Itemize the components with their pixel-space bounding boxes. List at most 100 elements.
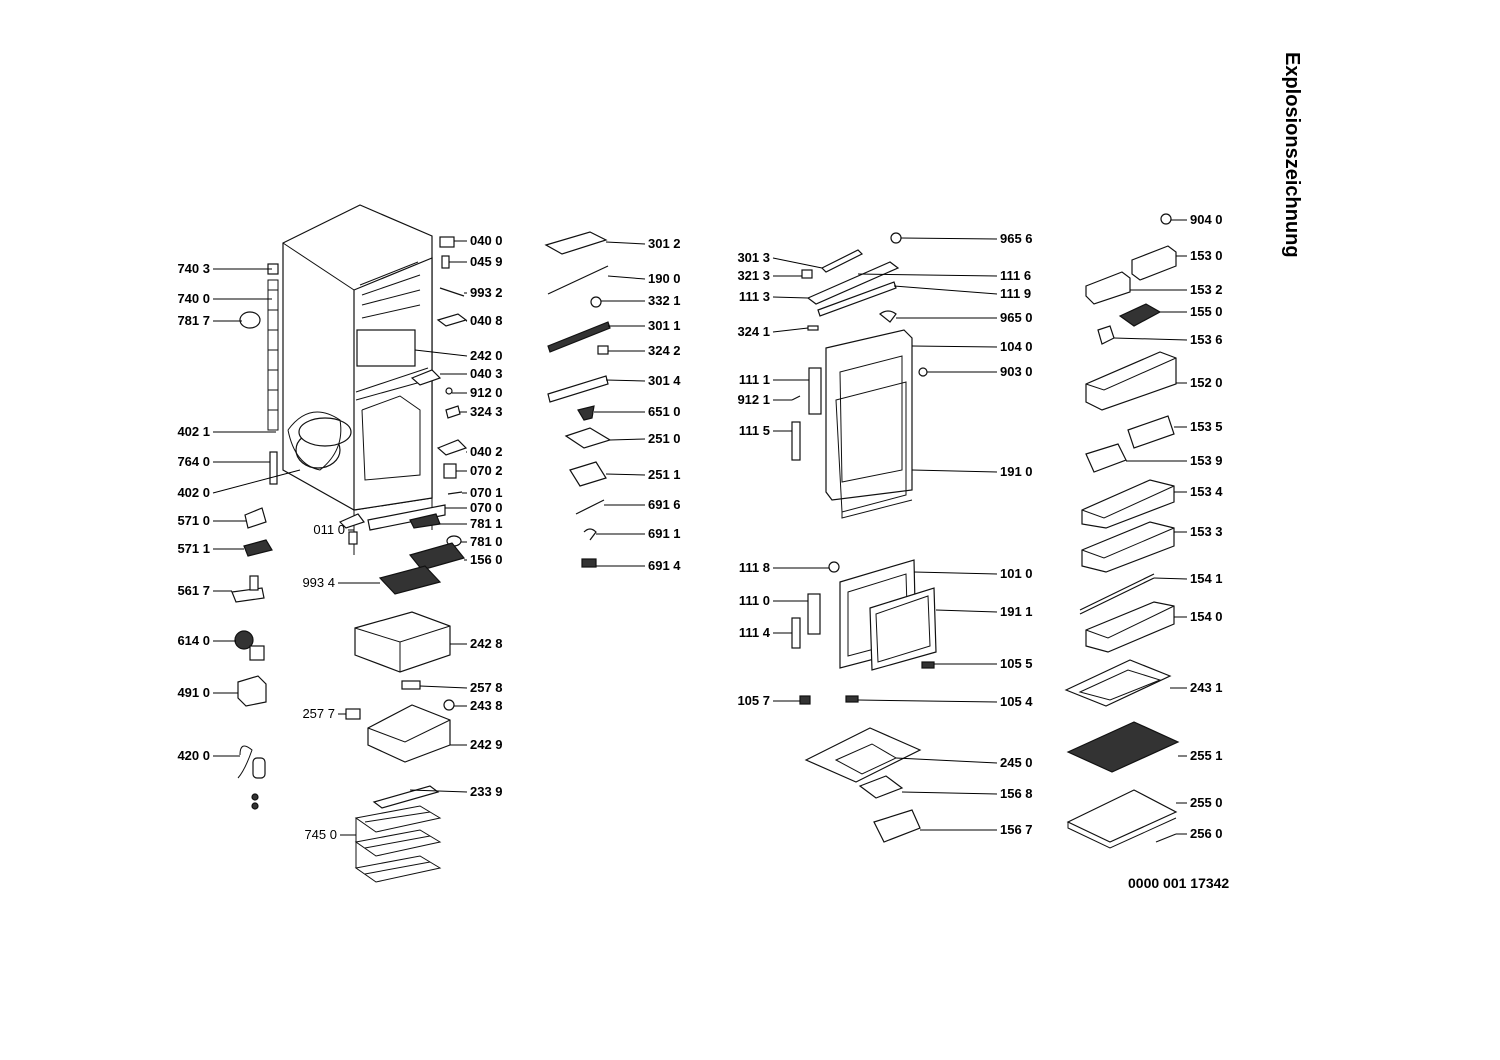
part-number-label: 111 3	[739, 289, 770, 304]
part-number-label: 191 1	[1000, 604, 1033, 619]
part-number-label: 321 3	[737, 268, 770, 283]
part-number-label: 255 0	[1190, 795, 1223, 810]
part-number-label: 111 5	[739, 423, 770, 438]
part-number-label: 243 1	[1190, 680, 1223, 695]
part-number-label: 242 8	[470, 636, 503, 651]
part-number-label: 965 6	[1000, 231, 1033, 246]
leader-lines	[212, 219, 1188, 836]
part-number-label: 251 0	[648, 431, 681, 446]
part-number-label: 745 0	[304, 827, 337, 842]
part-number-label: 011 0	[313, 522, 345, 537]
part-number-label: 781 0	[470, 534, 503, 549]
leader-line-p67	[913, 571, 998, 575]
part-number-label: 257 8	[470, 680, 503, 695]
leader-line-p49	[772, 257, 823, 269]
part-number-label: 153 9	[1190, 453, 1223, 468]
part-illustrations	[231, 204, 1180, 883]
part-number-label: 781 1	[470, 516, 503, 531]
part-number-label: 301 3	[737, 250, 770, 265]
part-number-label: 105 4	[1000, 694, 1033, 709]
part-number-label: 154 0	[1190, 609, 1223, 624]
leader-line-p38	[607, 275, 646, 280]
part-number-label: 111 0	[739, 593, 770, 608]
part-number-label: 040 2	[470, 444, 503, 459]
part-number-label: 045 9	[470, 254, 503, 269]
part-number-label: 154 1	[1190, 571, 1223, 586]
part-number-label: 153 0	[1190, 248, 1223, 263]
part-number-label: 111 6	[1000, 268, 1031, 283]
part-number-label: 040 0	[470, 233, 503, 248]
part-number-label: 402 1	[177, 424, 210, 439]
leader-line-p45	[605, 473, 646, 476]
part-number-label: 070 0	[470, 500, 503, 515]
leader-line-p72	[901, 791, 998, 795]
drawers-and-trays	[345, 542, 466, 883]
leader-line-p61	[857, 273, 998, 277]
part-number-label: 242 9	[470, 737, 503, 752]
leader-line-p6	[212, 469, 301, 494]
part-number-label: 101 0	[1000, 566, 1033, 581]
part-number-label: 301 1	[648, 318, 681, 333]
part-number-label: 191 0	[1000, 464, 1033, 479]
part-number-label: 190 0	[648, 271, 681, 286]
left-small-parts	[231, 263, 279, 810]
leader-line-p84	[1153, 577, 1188, 580]
part-number-label: 912 0	[470, 385, 503, 400]
part-number-label: 324 1	[737, 324, 770, 339]
part-number-label: 764 0	[177, 454, 210, 469]
part-number-label: 152 0	[1190, 375, 1223, 390]
part-number-label: 257 7	[302, 706, 335, 721]
part-number-label: 105 7	[737, 693, 770, 708]
leader-line-p35	[409, 789, 468, 793]
part-number-label: 691 6	[648, 497, 681, 512]
part-number-label: 243 8	[470, 698, 503, 713]
part-number-label: 420 0	[177, 748, 210, 763]
middle-column-parts	[544, 231, 612, 568]
part-number-label: 153 2	[1190, 282, 1223, 297]
leader-line-p64	[911, 345, 998, 348]
part-number-label: 491 0	[177, 685, 210, 700]
part-number-label: 104 0	[1000, 339, 1033, 354]
part-number-label: 255 1	[1190, 748, 1223, 763]
part-number-label: 912 1	[737, 392, 770, 407]
part-number-label: 324 3	[470, 404, 503, 419]
part-number-label: 111 8	[739, 560, 770, 575]
leader-line-p68	[935, 609, 998, 613]
part-number-label: 156 7	[1000, 822, 1033, 837]
part-number-label: 781 7	[177, 313, 210, 328]
part-number-label: 301 2	[648, 236, 681, 251]
part-number-label: 153 4	[1190, 484, 1223, 499]
part-number-label: 904 0	[1190, 212, 1223, 227]
part-number-label: 965 0	[1000, 310, 1033, 325]
part-number-label: 105 5	[1000, 656, 1033, 671]
cabinet-body	[267, 204, 446, 555]
part-number-label: 156 0	[470, 552, 503, 567]
part-number-label: 111 4	[739, 625, 771, 640]
part-number-label: 324 2	[648, 343, 681, 358]
part-number-label: 571 1	[177, 541, 210, 556]
part-number-label: 301 4	[648, 373, 681, 388]
part-number-label: 153 6	[1190, 332, 1223, 347]
part-number-label: 040 8	[470, 313, 503, 328]
part-number-label: 614 0	[177, 633, 210, 648]
part-number-label: 156 8	[1000, 786, 1033, 801]
part-number-label: 691 4	[648, 558, 681, 573]
part-number-label: 155 0	[1190, 304, 1223, 319]
leader-line-p31	[419, 685, 468, 689]
part-number-label: 070 2	[470, 463, 503, 478]
leader-line-p42	[605, 379, 646, 382]
part-number-label: 251 1	[648, 467, 681, 482]
part-number-label: 040 3	[470, 366, 503, 381]
part-number-label: 153 5	[1190, 419, 1223, 434]
door-parts	[791, 232, 937, 843]
part-number-label: 903 0	[1000, 364, 1033, 379]
leader-line-p71	[895, 757, 998, 764]
part-number-label: 740 3	[177, 261, 210, 276]
door-balconies	[1064, 213, 1180, 849]
part-number-label: 111 1	[739, 372, 770, 387]
part-number-label: 256 0	[1190, 826, 1223, 841]
leader-line-p17	[414, 349, 468, 357]
part-number-label: 993 4	[302, 575, 335, 590]
